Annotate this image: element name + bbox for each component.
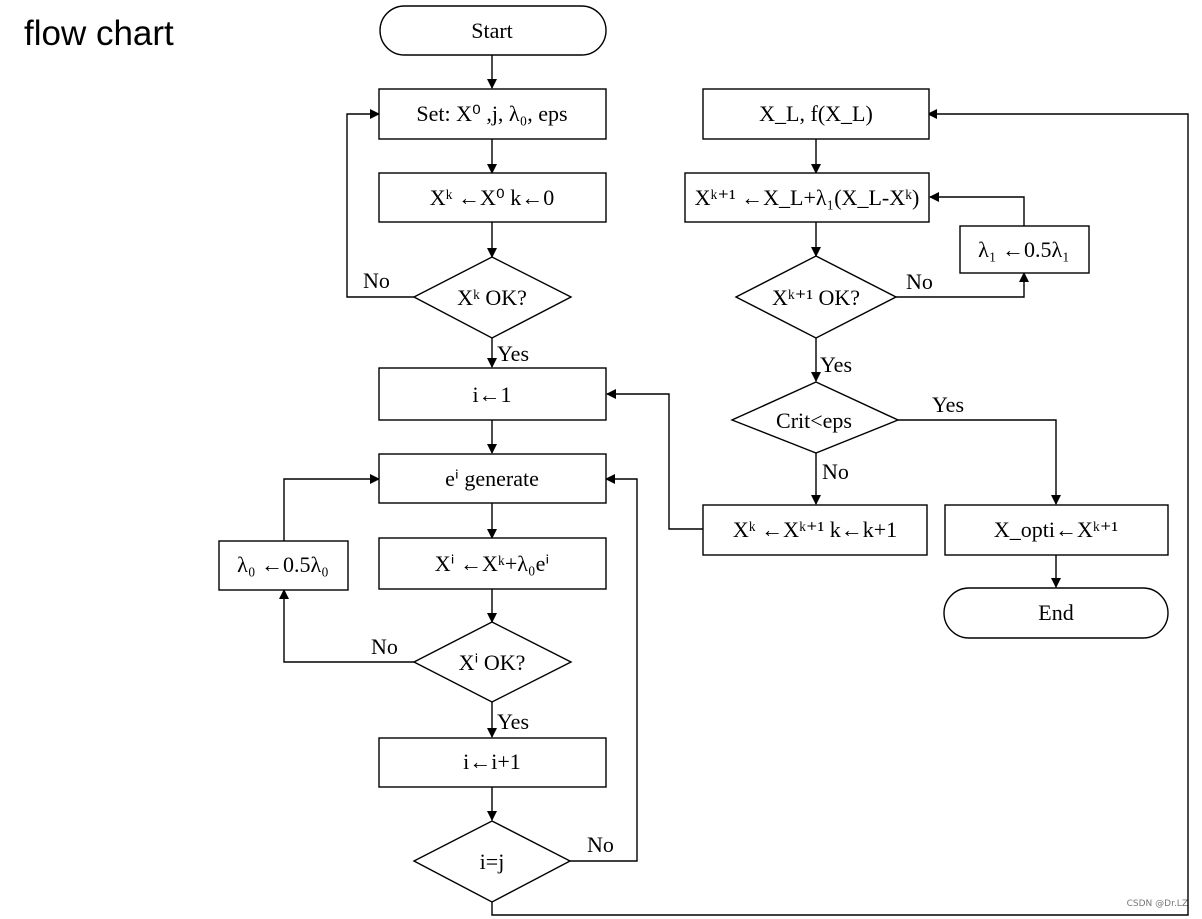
i-inc-box <box>378 737 607 788</box>
xopti-box <box>944 504 1169 556</box>
xi-ok-label: Xⁱ OK? <box>459 650 526 675</box>
edge-xkok-no-set <box>346 109 414 298</box>
edge-xiok-no-lambda0 <box>279 589 414 663</box>
page-title: flow chart <box>24 14 174 53</box>
crit-label: Crit<eps <box>776 408 852 433</box>
lambda1-half-label: λ₁ ←0.5λ₁ <box>978 237 1070 262</box>
set-params-box <box>378 88 607 140</box>
nodes <box>218 5 1169 903</box>
xk1-update-box <box>684 172 930 223</box>
init-label: Xᵏ ←X⁰ k←0 <box>430 185 555 210</box>
xi-ok-yes-label: Yes <box>497 709 529 734</box>
xk1-ok-yes-label: Yes <box>820 352 852 377</box>
end-terminal <box>943 587 1169 639</box>
init-box <box>378 172 607 223</box>
xk1-ok-decision <box>734 255 898 339</box>
xi-update-label: Xⁱ ←Xᵏ+λ₀eⁱ <box>435 551 550 576</box>
edge-lambda1-xk1 <box>929 192 1025 226</box>
node-labels: Start Set: X⁰ ,j, λ₀, eps Xᵏ ←X⁰ k←0 Xᵏ … <box>237 18 1118 874</box>
edge-labels: No Yes No Yes No No Yes Yes No <box>363 268 964 857</box>
xopti-label: X_opti←Xᵏ⁺¹ <box>994 517 1118 542</box>
i-one-label: i←1 <box>472 382 511 407</box>
i-one-box <box>378 367 607 421</box>
edge-crit-yes-xopti <box>898 419 1061 505</box>
ei-generate-box <box>378 453 607 504</box>
xk-ok-label: Xᵏ OK? <box>457 285 527 310</box>
lambda1-half-box <box>959 225 1090 274</box>
lambda0-half-box <box>218 540 349 591</box>
start-terminal <box>379 5 607 56</box>
xi-ok-no-label: No <box>371 634 398 659</box>
edge-xkassign-i1 <box>606 389 703 530</box>
xk-assign-label: Xᵏ ←Xᵏ⁺¹ k←k+1 <box>733 517 897 542</box>
edge-ieqj-yes-xl <box>491 109 1189 916</box>
start-label: Start <box>471 18 513 43</box>
i-eq-j-no-label: No <box>587 832 614 857</box>
edge-lambda0-ei <box>283 474 380 541</box>
xk-assign-box <box>702 504 928 556</box>
i-eq-j-label: i=j <box>480 849 505 874</box>
xk-ok-yes-label: Yes <box>497 341 529 366</box>
xk1-ok-no-label: No <box>906 269 933 294</box>
edge-ieqj-no-ei <box>570 474 638 862</box>
crit-decision <box>730 381 900 454</box>
i-eq-j-decision <box>412 820 572 903</box>
set-params-label: Set: X⁰ ,j, λ₀, eps <box>416 101 567 126</box>
xl-box <box>702 88 930 140</box>
crit-no-label: No <box>822 459 849 484</box>
xi-ok-decision <box>412 621 573 703</box>
xk-ok-no-label: No <box>363 268 390 293</box>
connectors <box>279 55 1189 916</box>
end-label: End <box>1038 600 1073 625</box>
xk1-ok-label: Xᵏ⁺¹ OK? <box>772 285 860 310</box>
i-inc-label: i←i+1 <box>463 749 521 774</box>
ei-generate-label: eⁱ generate <box>445 466 539 491</box>
lambda0-half-label: λ₀ ←0.5λ₀ <box>237 552 329 577</box>
xk1-update-label: Xᵏ⁺¹ ←X_L+λ₁(X_L-Xᵏ) <box>695 185 920 210</box>
edge-xk1ok-no-lambda1 <box>896 272 1029 298</box>
xl-label: X_L, f(X_L) <box>759 101 873 126</box>
crit-yes-label: Yes <box>932 392 964 417</box>
watermark: CSDN @Dr.LZ <box>1126 899 1188 909</box>
xk-ok-decision <box>412 256 573 339</box>
xi-update-box <box>378 537 607 590</box>
